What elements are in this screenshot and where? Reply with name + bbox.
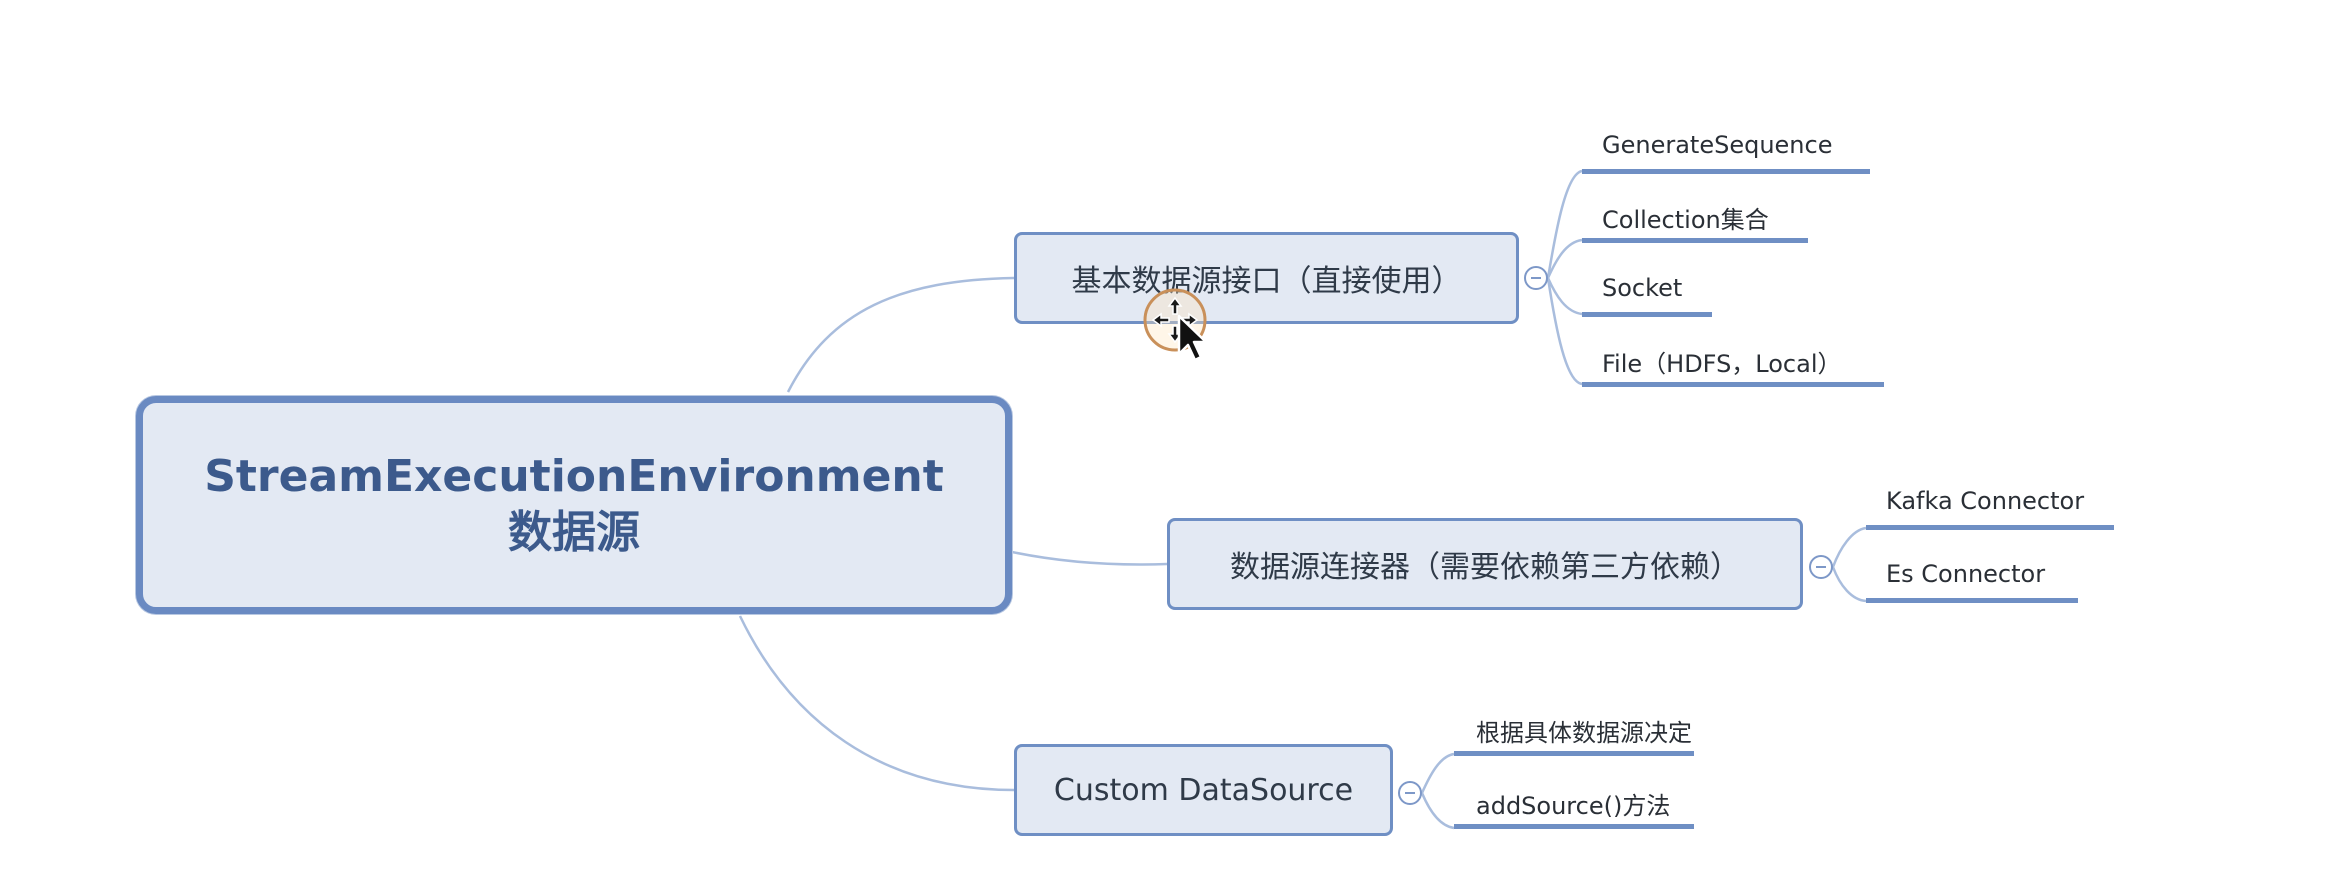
branch-label: 基本数据源接口（直接使用） xyxy=(1071,264,1462,299)
leaf-topic[interactable]: Socket xyxy=(1602,274,1683,302)
move-cursor-icon xyxy=(1143,288,1208,362)
leaf-underline xyxy=(1866,525,2114,530)
collapse-toggle-icon[interactable] xyxy=(1809,555,1833,579)
collapse-toggle-icon[interactable] xyxy=(1524,266,1548,290)
leaf-topic[interactable]: Es Connector xyxy=(1886,560,2046,588)
leaf-underline xyxy=(1582,169,1870,174)
leaf-underline xyxy=(1582,382,1884,387)
leaf-underline xyxy=(1866,598,2078,603)
leaf-underline xyxy=(1582,238,1808,243)
leaf-topic[interactable]: Collection集合 xyxy=(1602,206,1769,234)
leaf-underline xyxy=(1454,824,1694,829)
connector-b3-leaf1 xyxy=(1420,752,1455,794)
connector-root-b3 xyxy=(738,615,1015,792)
leaf-topic[interactable]: File（HDFS，Local） xyxy=(1602,350,1842,378)
connector-root-b1 xyxy=(786,276,1015,393)
connector-b2-leaf2 xyxy=(1831,566,1867,603)
root-title: StreamExecutionEnvironment xyxy=(204,450,944,502)
branch-label: Custom DataSource xyxy=(1053,772,1354,808)
connector-root-b2 xyxy=(1011,550,1168,566)
connector-b1-leaf1 xyxy=(1546,169,1583,279)
collapse-toggle-icon[interactable] xyxy=(1398,781,1422,805)
connector-b2-leaf1 xyxy=(1831,526,1867,568)
leaf-underline xyxy=(1454,751,1694,756)
branch-label: 数据源连接器（需要依赖第三方依赖） xyxy=(1230,550,1740,585)
connector-b1-leaf4 xyxy=(1546,277,1583,386)
connector-b1-leaf2 xyxy=(1546,238,1583,279)
branch-connectors[interactable]: 数据源连接器（需要依赖第三方依赖） xyxy=(1167,518,1803,610)
leaf-underline xyxy=(1582,312,1712,317)
leaf-topic[interactable]: addSource()方法 xyxy=(1476,792,1671,820)
branch-basic-source[interactable]: 基本数据源接口（直接使用） xyxy=(1014,232,1519,324)
root-node[interactable]: StreamExecutionEnvironment 数据源 xyxy=(136,396,1012,614)
leaf-topic[interactable]: 根据具体数据源决定 xyxy=(1476,719,1692,747)
leaf-topic[interactable]: GenerateSequence xyxy=(1602,131,1833,159)
leaf-topic[interactable]: Kafka Connector xyxy=(1886,487,2085,515)
connector-b3-leaf2 xyxy=(1420,792,1455,830)
root-subtitle: 数据源 xyxy=(508,507,640,558)
connector-b1-leaf3 xyxy=(1546,277,1583,316)
branch-custom-datasource[interactable]: Custom DataSource xyxy=(1014,744,1393,836)
